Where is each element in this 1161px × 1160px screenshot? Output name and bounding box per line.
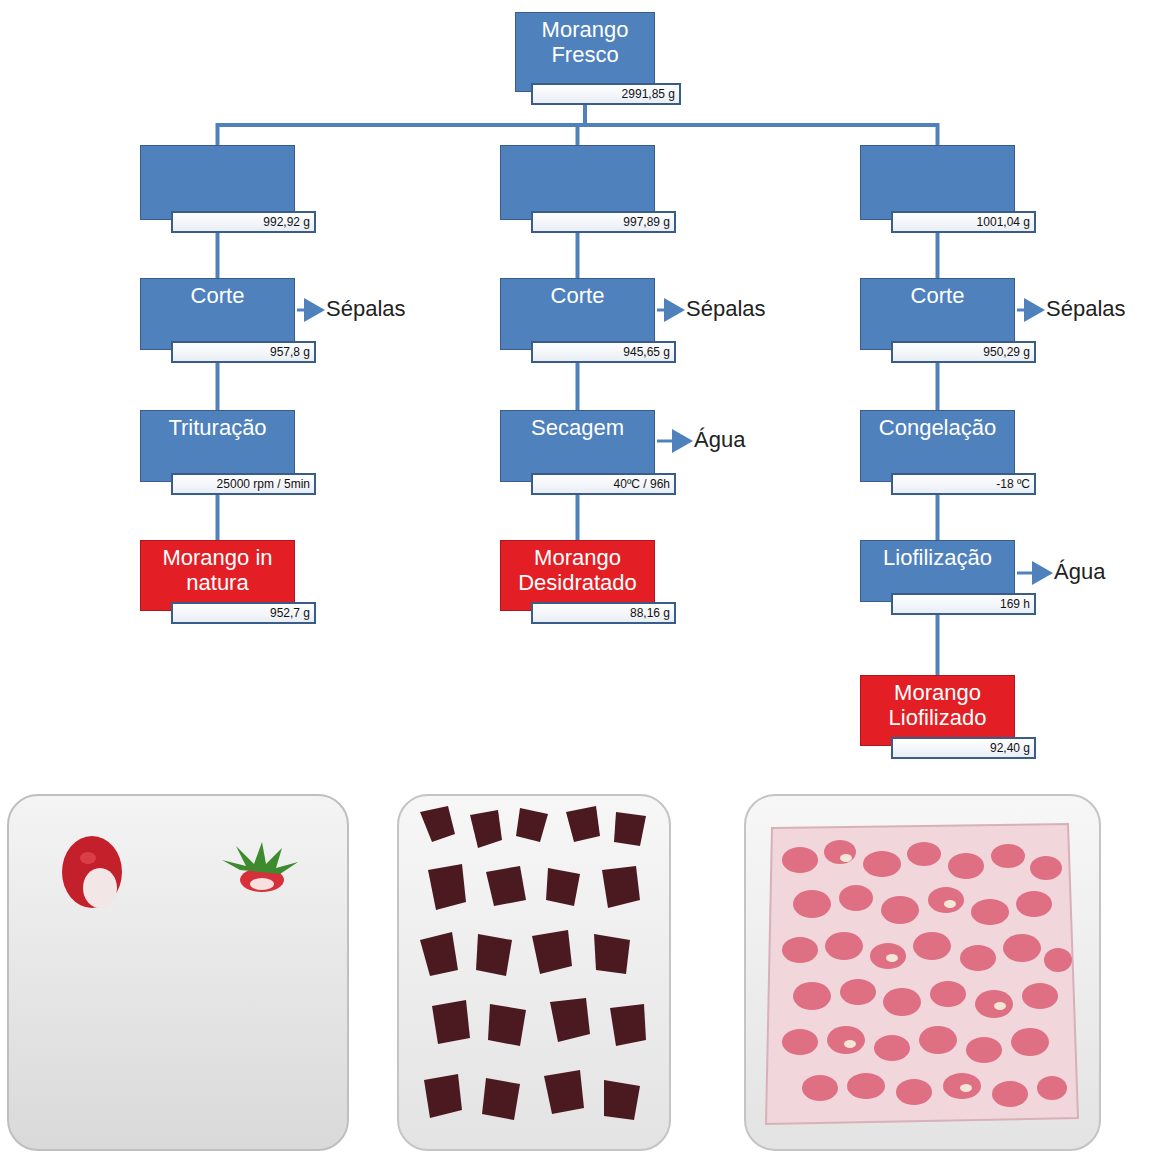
product-box: Morango Desidratado88,16 g: [500, 540, 655, 611]
output-label: Água: [694, 427, 745, 453]
quantity-box: 92,40 g: [891, 737, 1036, 759]
flow-connector: [216, 495, 220, 540]
process-box: Morango Fresco2991,85 g: [515, 12, 655, 92]
process-box: Corte950,29 g: [860, 278, 1015, 350]
output-label: Sépalas: [326, 296, 406, 322]
step-name: Morango in natura: [145, 545, 290, 596]
flow-connector: [936, 615, 940, 675]
process-box: Corte945,65 g: [500, 278, 655, 350]
photo-fresh-strawberry: [8, 795, 348, 1150]
product-box: Morango in natura952,7 g: [140, 540, 295, 611]
process-box: Secagem40ºC / 96h: [500, 410, 655, 482]
side-arrow: [297, 310, 1050, 573]
process-box: Trituração25000 rpm / 5min: [140, 410, 295, 482]
flow-connector: [936, 495, 940, 540]
quantity-box: -18 ºC: [891, 473, 1036, 495]
flow-connector: [216, 363, 220, 410]
photo-dried-strawberry: [398, 795, 670, 1150]
product-box: Morango Liofilizado92,40 g: [860, 675, 1015, 746]
flow-connector: [216, 233, 220, 278]
quantity-box: 957,8 g: [171, 341, 316, 363]
process-box: 992,92 g: [140, 145, 295, 220]
quantity-box: 945,65 g: [531, 341, 676, 363]
flow-connector: [936, 363, 940, 410]
quantity-box: 950,29 g: [891, 341, 1036, 363]
quantity-box: 2991,85 g: [531, 83, 681, 105]
step-name: Morango Desidratado: [505, 545, 650, 596]
quantity-box: 952,7 g: [171, 602, 316, 624]
step-name: Morango Liofilizado: [865, 680, 1010, 731]
step-name: Secagem: [505, 415, 650, 440]
process-box: Congelação-18 ºC: [860, 410, 1015, 482]
step-name: Congelação: [865, 415, 1010, 440]
flow-connector: [585, 105, 938, 145]
quantity-box: 40ºC / 96h: [531, 473, 676, 495]
quantity-box: 169 h: [891, 593, 1036, 615]
quantity-box: 992,92 g: [171, 211, 316, 233]
flow-connector: [576, 495, 580, 540]
step-name: Corte: [145, 283, 290, 308]
quantity-box: 88,16 g: [531, 602, 676, 624]
output-label: Sépalas: [686, 296, 766, 322]
process-box: Liofilização169 h: [860, 540, 1015, 602]
flow-connector: [936, 233, 940, 278]
output-label: Sépalas: [1046, 296, 1126, 322]
process-box: Corte957,8 g: [140, 278, 295, 350]
quantity-box: 1001,04 g: [891, 211, 1036, 233]
photo-freeze-dried-strawberry: [745, 795, 1100, 1150]
step-name: Trituração: [145, 415, 290, 440]
step-name: Corte: [505, 283, 650, 308]
flow-connector: [218, 105, 586, 145]
output-label: Água: [1054, 559, 1105, 585]
step-name: Liofilização: [865, 545, 1010, 570]
flow-connector: [576, 363, 580, 410]
flow-connector: [576, 233, 580, 278]
quantity-box: 997,89 g: [531, 211, 676, 233]
process-box: 1001,04 g: [860, 145, 1015, 220]
step-name: Morango Fresco: [520, 17, 650, 68]
process-box: 997,89 g: [500, 145, 655, 220]
step-name: Corte: [865, 283, 1010, 308]
quantity-box: 25000 rpm / 5min: [171, 473, 316, 495]
